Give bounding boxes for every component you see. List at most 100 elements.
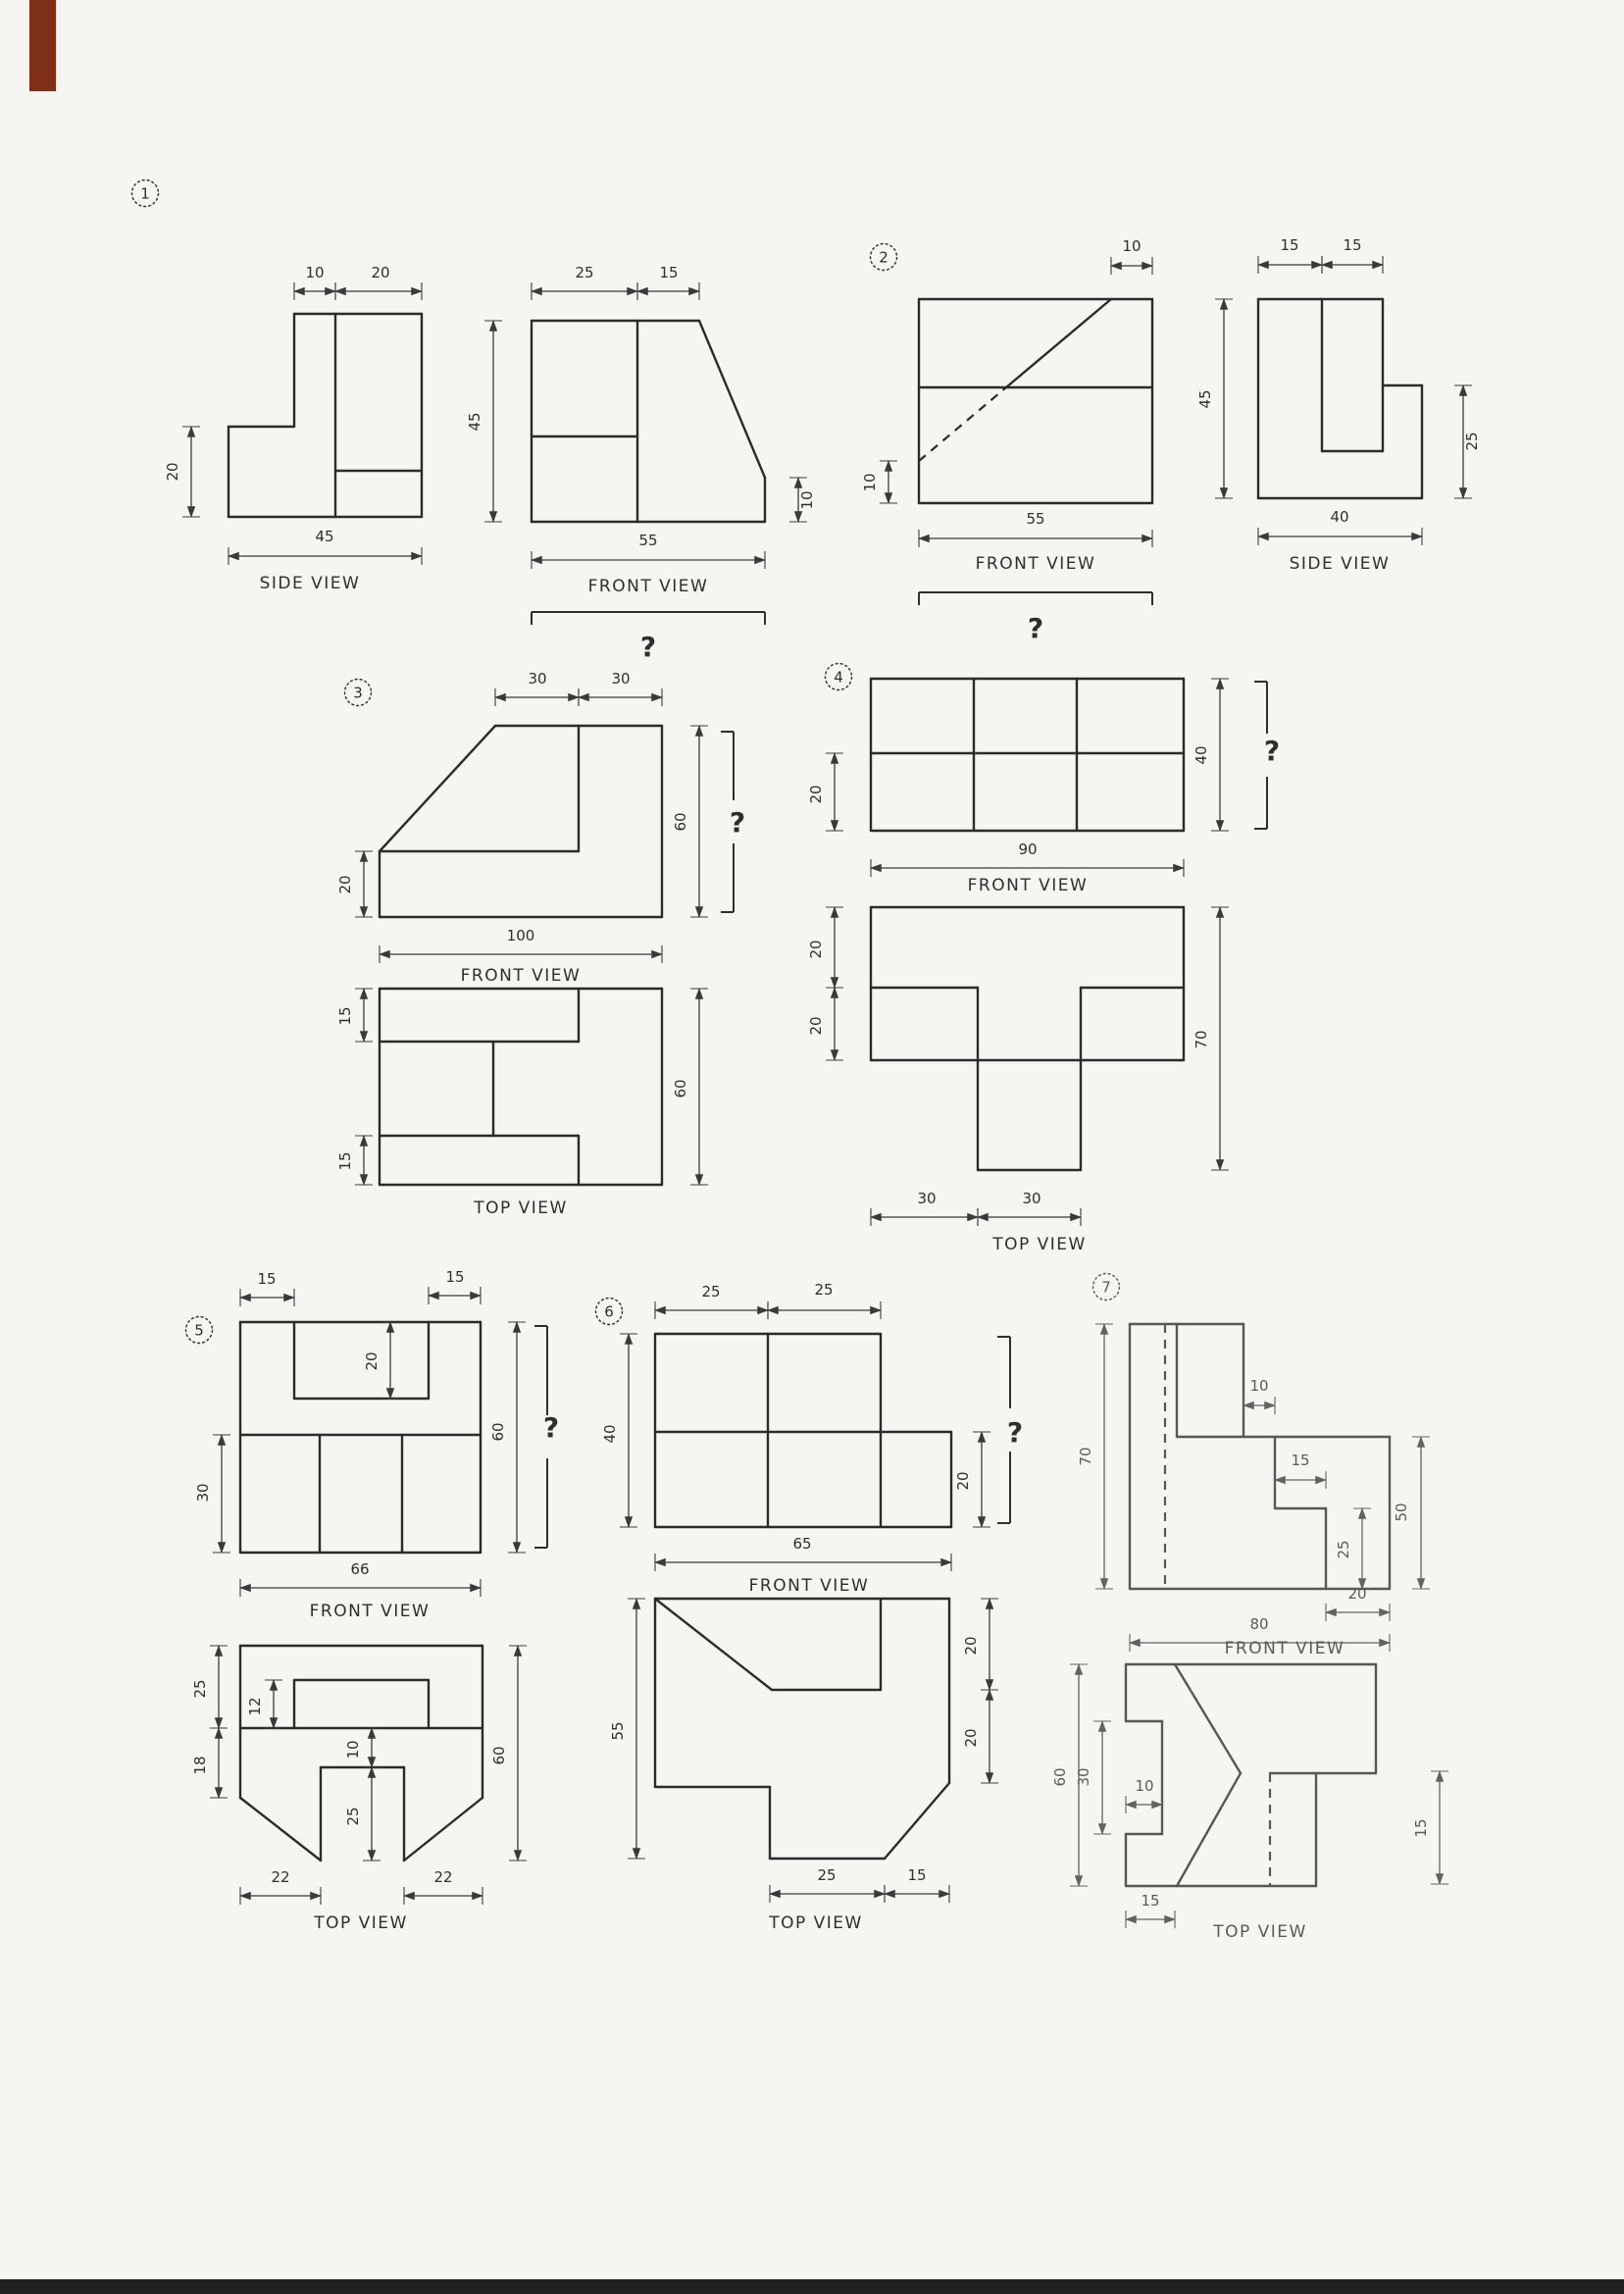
dimension-label: 15 bbox=[907, 1866, 926, 1884]
dimension: 60 bbox=[672, 725, 708, 918]
dimension: 15 bbox=[336, 988, 373, 1043]
dimension-label: 70 bbox=[1077, 1447, 1094, 1465]
view-label: FRONT VIEW bbox=[976, 554, 1096, 574]
dimension: 20 bbox=[954, 1431, 990, 1528]
badge-circle bbox=[184, 1315, 214, 1345]
dimension-label: 15 bbox=[1343, 236, 1361, 254]
badge-circle bbox=[130, 178, 160, 208]
dimension: 45 bbox=[466, 320, 502, 523]
badge-number: 4 bbox=[834, 669, 843, 687]
dimension: 65 bbox=[654, 1535, 952, 1571]
dimension-label: 15 bbox=[336, 1006, 354, 1025]
dimension: 12 bbox=[246, 1679, 282, 1729]
dimension-label: 20 bbox=[371, 264, 389, 281]
dimension: 15 bbox=[884, 1866, 950, 1903]
problem-badge: 6 bbox=[594, 1297, 624, 1326]
view-label: SIDE VIEW bbox=[260, 574, 361, 593]
badge-number: 3 bbox=[353, 685, 363, 702]
dimension-label: 60 bbox=[489, 1422, 507, 1441]
dimension: 15 bbox=[1125, 1892, 1176, 1928]
dimension-label: 15 bbox=[257, 1270, 276, 1288]
dimension-label: 25 bbox=[814, 1281, 833, 1299]
dimension-label: 60 bbox=[672, 1079, 689, 1097]
view-label: TOP VIEW bbox=[473, 1198, 568, 1218]
view-label: TOP VIEW bbox=[1212, 1922, 1307, 1942]
dimension: 15 bbox=[336, 1135, 373, 1186]
dimension: 15 bbox=[239, 1270, 295, 1306]
dimension-label: 25 bbox=[344, 1807, 362, 1825]
shape-edge bbox=[653, 1597, 774, 1692]
dimension: 25 bbox=[769, 1866, 886, 1903]
question-bracket: ? bbox=[534, 1325, 559, 1549]
dimension-label: 22 bbox=[271, 1868, 289, 1886]
dimension: 30 bbox=[1075, 1720, 1111, 1835]
dimension-label: 20 bbox=[807, 785, 825, 803]
dimension: 20 bbox=[1325, 1585, 1391, 1621]
dimension-label: 10 bbox=[344, 1740, 362, 1759]
badge-number: 2 bbox=[879, 249, 888, 267]
dimension-label: 15 bbox=[336, 1151, 354, 1170]
dimension-label: 15 bbox=[1280, 236, 1298, 254]
dimension: 10 bbox=[1243, 1377, 1276, 1414]
dimension: 22 bbox=[403, 1868, 483, 1905]
dimension-label: 90 bbox=[1018, 841, 1037, 858]
question-mark: ? bbox=[1028, 612, 1043, 644]
dimension-label: 30 bbox=[194, 1483, 212, 1502]
view-label: FRONT VIEW bbox=[588, 577, 709, 596]
page-corner-mark bbox=[29, 0, 56, 91]
dimension-label: 100 bbox=[507, 927, 535, 944]
dimension-label: 45 bbox=[1196, 389, 1214, 408]
dimension: 20 bbox=[807, 987, 843, 1061]
dimension: 70 bbox=[1193, 906, 1229, 1171]
dimension: 30 bbox=[194, 1434, 230, 1554]
dimension-label: 20 bbox=[363, 1351, 381, 1370]
dimension-label: 66 bbox=[350, 1560, 369, 1578]
dimension-label: 45 bbox=[466, 412, 483, 431]
dimension: 20 bbox=[336, 850, 373, 918]
question-bracket: ? bbox=[997, 1336, 1023, 1524]
problem-badge: 1 bbox=[130, 178, 160, 208]
dimension: 15 bbox=[636, 264, 700, 300]
badge-number: 5 bbox=[194, 1322, 204, 1340]
dimension: 90 bbox=[870, 841, 1185, 877]
view-label: FRONT VIEW bbox=[968, 876, 1089, 895]
question-mark: ? bbox=[1007, 1416, 1023, 1449]
view-label: TOP VIEW bbox=[313, 1913, 408, 1933]
dimension-label: 60 bbox=[490, 1746, 508, 1764]
dimension: 60 bbox=[489, 1321, 526, 1554]
dimension: 20 bbox=[962, 1689, 998, 1784]
dimension: 10 bbox=[789, 477, 816, 523]
badge-circle bbox=[1091, 1272, 1121, 1301]
badge-circle bbox=[869, 242, 898, 272]
question-bracket: ? bbox=[531, 611, 766, 663]
shape-edge bbox=[238, 1796, 323, 1862]
badge-circle bbox=[343, 678, 373, 707]
dimension-label: 12 bbox=[246, 1697, 264, 1715]
view-label: TOP VIEW bbox=[991, 1235, 1087, 1254]
dimension: 40 bbox=[601, 1333, 637, 1528]
dimension: 40 bbox=[1257, 508, 1423, 545]
dimension-label: 20 bbox=[807, 1016, 825, 1035]
dimension-label: 30 bbox=[528, 670, 546, 688]
dimension: 66 bbox=[239, 1560, 482, 1597]
shape-edge bbox=[1173, 1662, 1243, 1775]
shape-edge bbox=[378, 724, 497, 853]
dimension: 30 bbox=[578, 670, 663, 706]
dimension-label: 25 bbox=[1335, 1540, 1352, 1558]
dimension-label: 10 bbox=[1249, 1377, 1268, 1395]
badge-number: 1 bbox=[140, 185, 150, 203]
dimension: 50 bbox=[1393, 1436, 1430, 1590]
dimension-label: 25 bbox=[191, 1679, 209, 1698]
shape-edge bbox=[1004, 297, 1113, 389]
